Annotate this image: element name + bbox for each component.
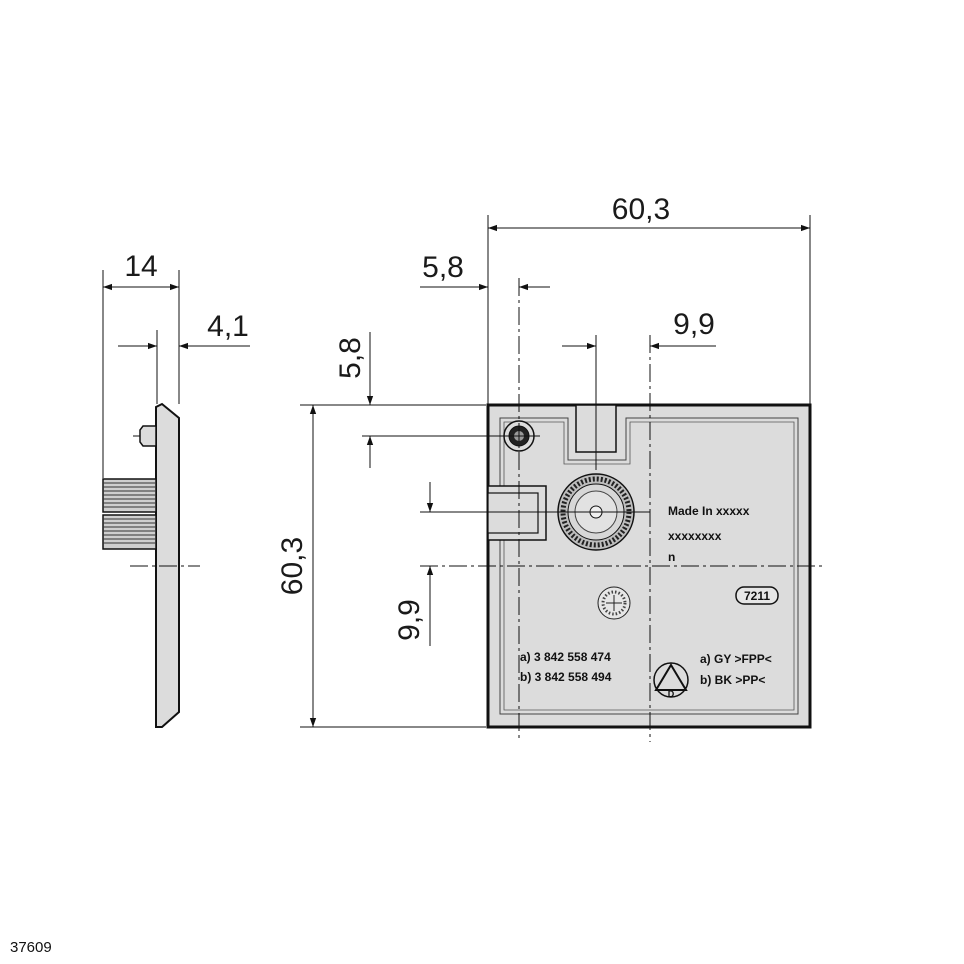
svg-text:D: D (668, 689, 675, 699)
side-knurl-top (102, 478, 157, 513)
side-view: 14 4,1 (102, 250, 250, 728)
made-in-label: Made In xxxxx (668, 504, 750, 518)
dim-hole-x: 5,8 (422, 251, 464, 284)
front-view: D 7211 Made In xxxxx xxxxxxxx n a) 3 842… (276, 193, 826, 742)
material-badge: 7211 (735, 586, 779, 605)
dim-hole-y: 5,8 (334, 337, 367, 379)
dim-front-height: 60,3 (276, 537, 309, 595)
svg-text:7211: 7211 (744, 589, 770, 603)
side-knurl-bottom (102, 514, 157, 550)
color-code-a: a) GY >FPP< (700, 652, 772, 666)
dim-front-width: 60,3 (612, 193, 670, 226)
dim-center-y: 9,9 (393, 599, 426, 641)
made-in-line2: xxxxxxxx (668, 529, 722, 543)
date-stamp-icon (597, 586, 631, 620)
drawing-number: 37609 (10, 939, 52, 956)
recycling-icon: D (653, 662, 689, 699)
front-inner-rim (499, 417, 799, 715)
part-number-a: a) 3 842 558 474 (520, 650, 611, 664)
dim-side-depth: 14 (124, 250, 157, 283)
dim-side-offset: 4,1 (207, 310, 249, 343)
dim-center-x: 9,9 (673, 308, 715, 341)
part-number-b: b) 3 842 558 494 (520, 670, 612, 684)
mark-n: n (668, 550, 675, 564)
color-code-b: b) BK >PP< (700, 673, 765, 687)
side-pin (139, 425, 157, 447)
